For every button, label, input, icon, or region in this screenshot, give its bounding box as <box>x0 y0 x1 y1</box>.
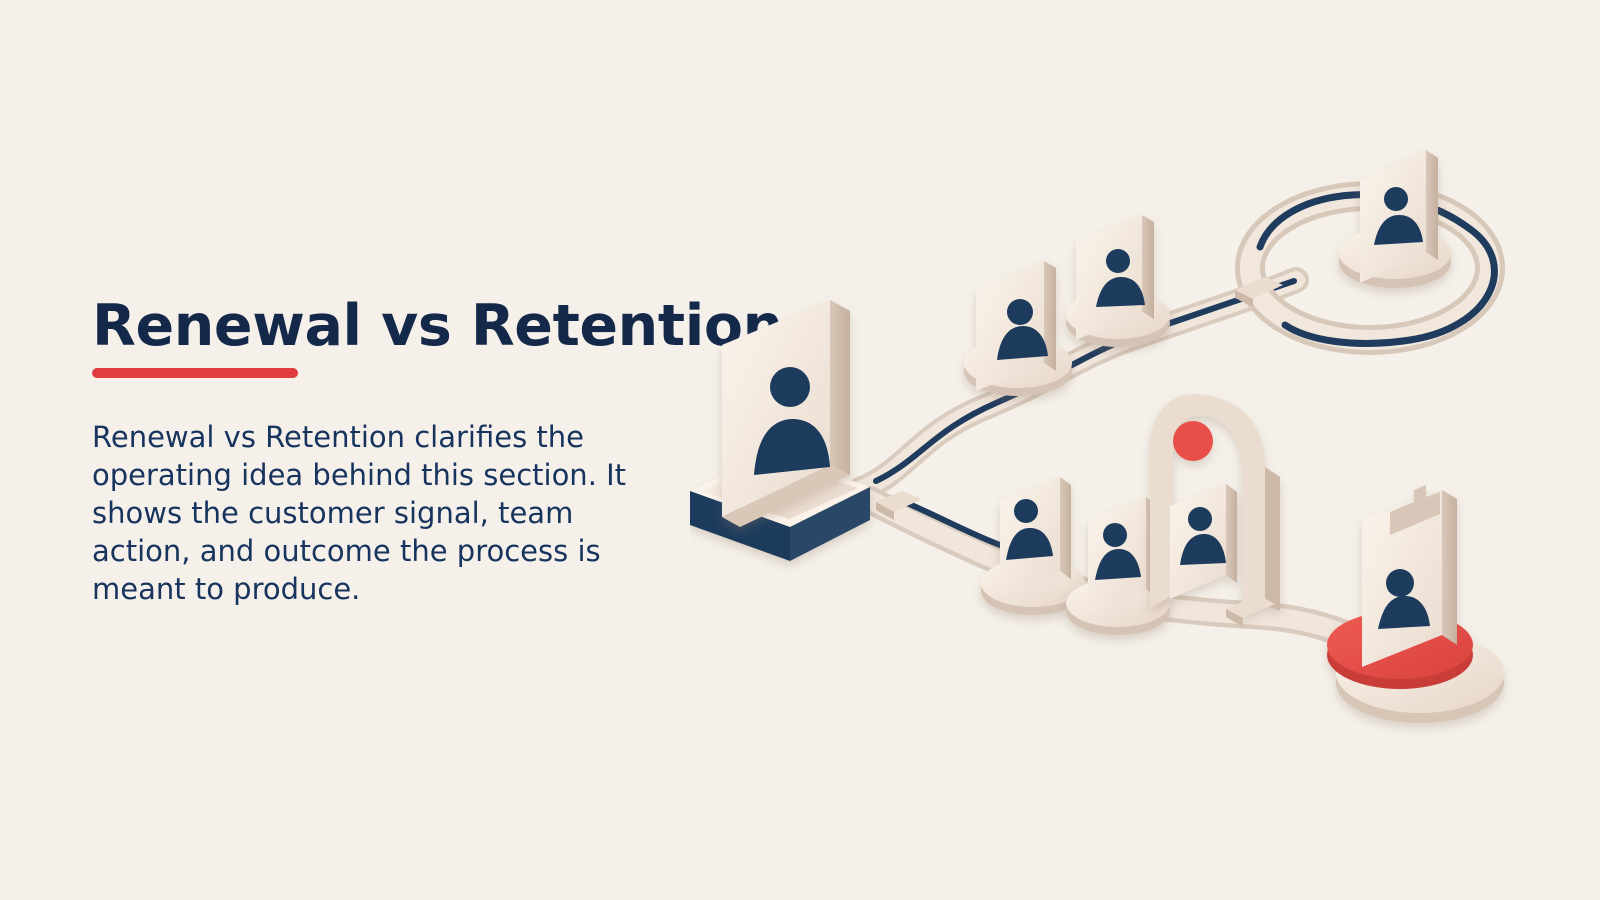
large-person-card <box>722 300 850 527</box>
text-panel: Renewal vs Retention Renewal vs Retentio… <box>92 292 783 608</box>
small-track-joints <box>876 277 1283 627</box>
isometric-process-illustration <box>690 150 1505 723</box>
clipboard-outcome-card <box>1327 485 1504 723</box>
page-title: Renewal vs Retention <box>92 293 783 359</box>
top-person-stage-2 <box>1066 215 1170 347</box>
bottom-person-stage-2 <box>1066 497 1170 635</box>
loop-person-card <box>1339 150 1451 288</box>
bottom-person-stage-1 <box>981 477 1085 615</box>
gate-icon <box>1150 394 1280 618</box>
top-person-stage-1 <box>964 261 1072 396</box>
title-underline <box>92 367 298 378</box>
section-description: Renewal vs Retention clarifies the opera… <box>92 419 627 606</box>
